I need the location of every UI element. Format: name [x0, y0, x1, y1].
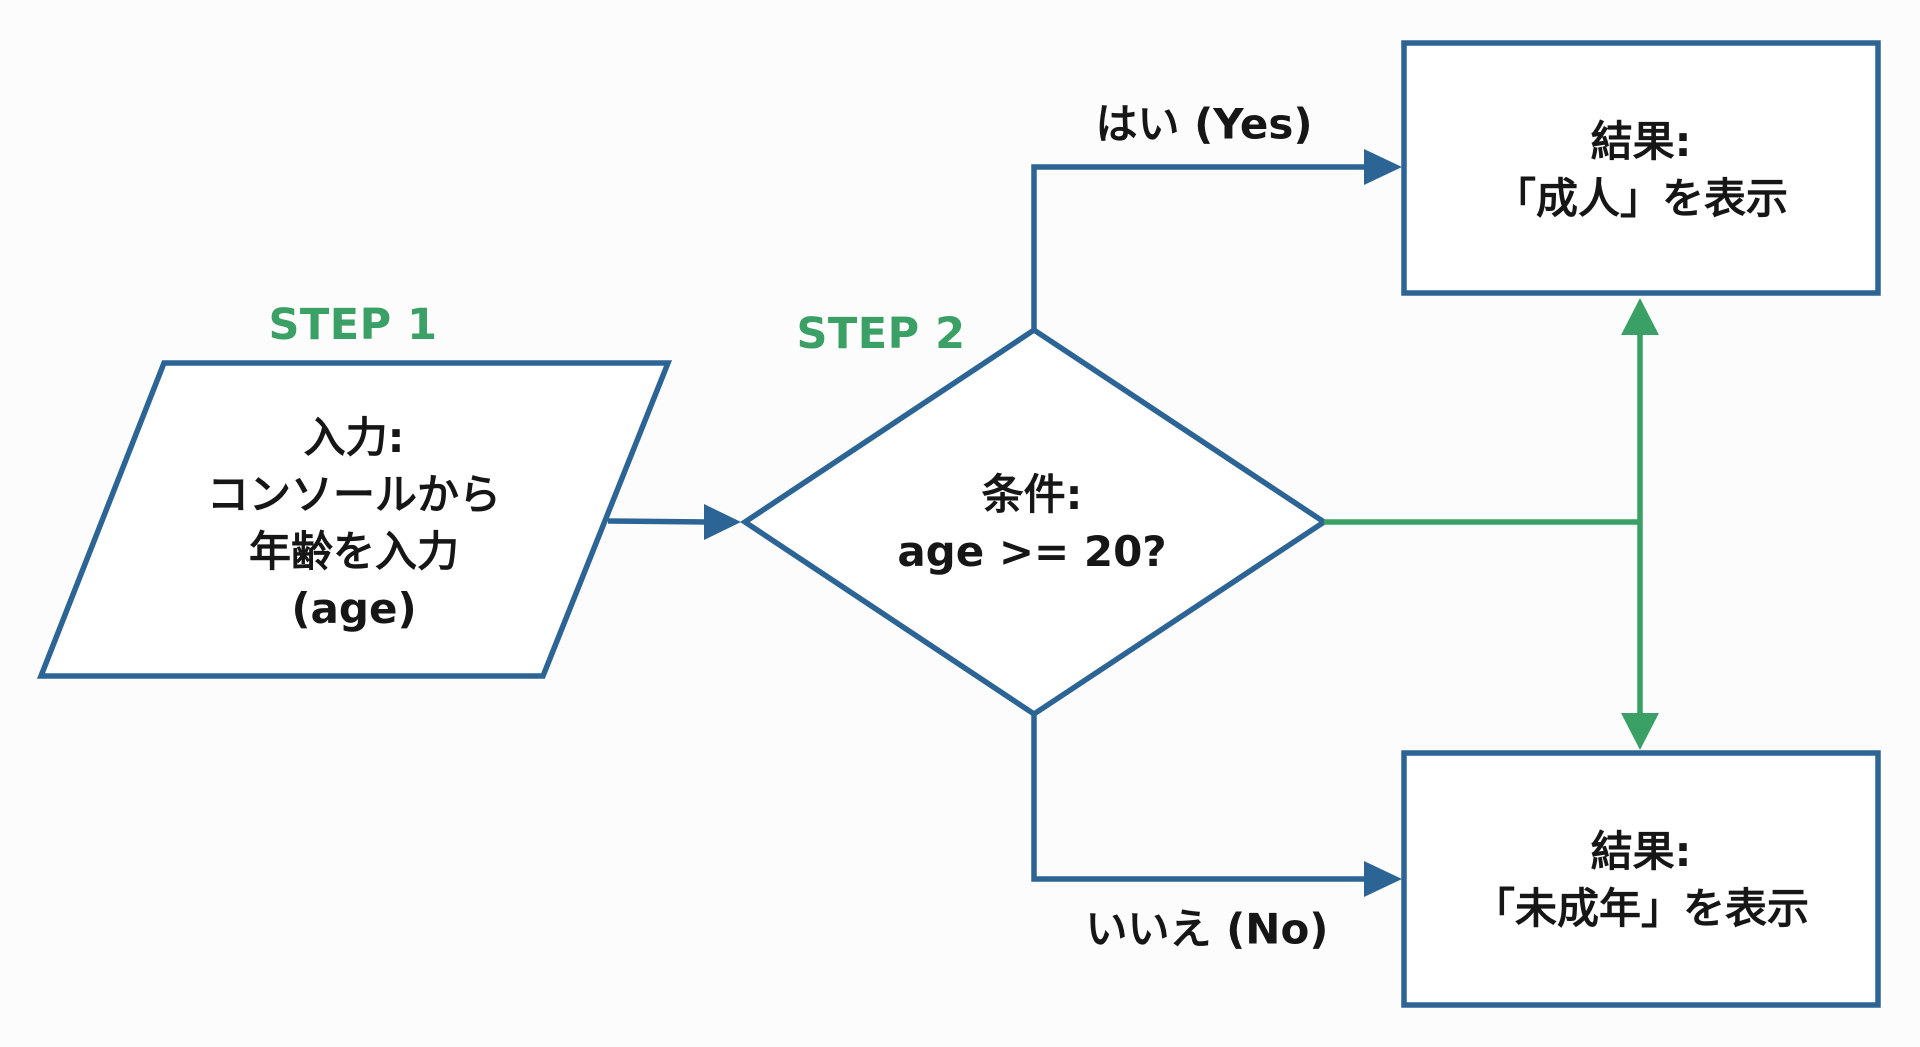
result-minor-text: 結果: 「未成年」を表示 — [1473, 823, 1809, 937]
input-to-condition-arrowhead — [704, 504, 741, 540]
no-branch-arrowhead — [1364, 861, 1402, 897]
input-node-text: 入力: コンソールから 年齢を入力 (age) — [207, 409, 501, 637]
result-minor-line-2: 「未成年」を表示 — [1472, 884, 1810, 933]
condition-line-2: age >= 20? — [897, 527, 1167, 576]
yes-branch-label: はい (Yes) — [1095, 99, 1313, 149]
input-line-4: (age) — [291, 584, 417, 633]
green-down-arrowhead — [1621, 713, 1659, 750]
result-adult-line-2: 「成人」を表示 — [1493, 174, 1789, 223]
input-parallelogram — [36, 360, 673, 679]
result-minor-line-1: 結果: — [1590, 827, 1692, 876]
input-line-3: 年齢を入力 — [248, 527, 460, 576]
yes-branch-arrowhead — [1364, 149, 1402, 185]
result-adult-line-1: 結果: — [1590, 117, 1692, 166]
result-adult-box — [1401, 40, 1881, 296]
step-1-label: STEP 1 — [268, 300, 438, 350]
input-to-condition-connector — [607, 518, 709, 525]
yes-branch-connector — [1031, 164, 1366, 330]
input-line-1: 入力: — [303, 413, 405, 462]
input-line-2: コンソールから — [206, 470, 502, 519]
result-minor-box — [1401, 750, 1881, 1008]
green-up-arrowhead — [1621, 298, 1659, 335]
condition-line-1: 条件: — [981, 470, 1083, 519]
step-2-label: STEP 2 — [796, 309, 966, 359]
no-branch-label: いいえ (No) — [1085, 904, 1329, 954]
condition-node-text: 条件: age >= 20? — [897, 466, 1166, 580]
no-branch-connector — [1031, 714, 1366, 882]
result-adult-text: 結果: 「成人」を表示 — [1494, 113, 1788, 227]
